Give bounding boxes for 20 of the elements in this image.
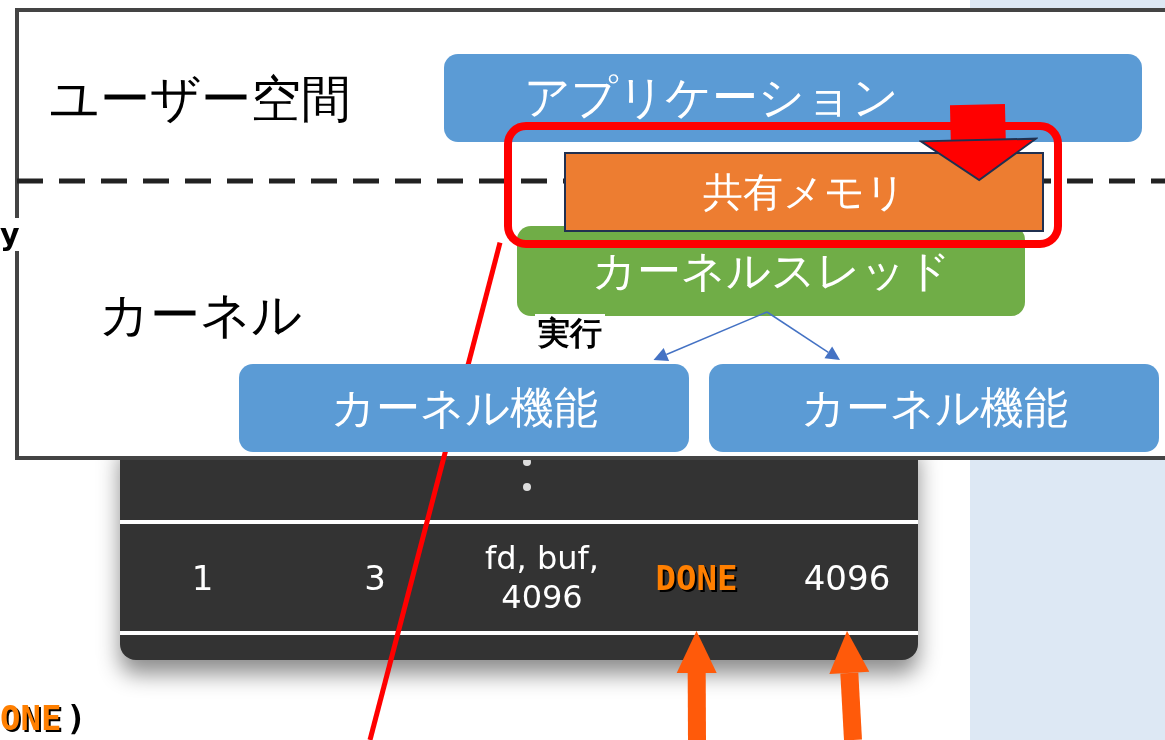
table-cell: 3 [290,524,460,631]
arrow [766,311,840,360]
process-box: 共有メモリ [564,152,1044,232]
arrow [829,631,870,740]
table-cell: 1 [120,524,285,631]
block-arrow [919,103,1037,181]
code-fragment: ONE [0,700,62,738]
layer-label: カーネル [99,290,302,340]
layer-label: ユーザー空間 [49,74,351,124]
arrow [653,311,768,361]
highlight-box [504,122,1062,248]
process-box: カーネル機能 [709,364,1159,452]
table-cell: DONE [625,524,768,631]
table-cell: 4096 [776,524,918,631]
code-fragment: y [0,218,22,251]
process-box: カーネル機能 [239,364,689,452]
code-fragment: ) [66,700,87,738]
process-box: アプリケーション [444,54,1142,142]
table-cell: fd, buf, 4096 [466,524,618,631]
arrow [676,631,717,740]
